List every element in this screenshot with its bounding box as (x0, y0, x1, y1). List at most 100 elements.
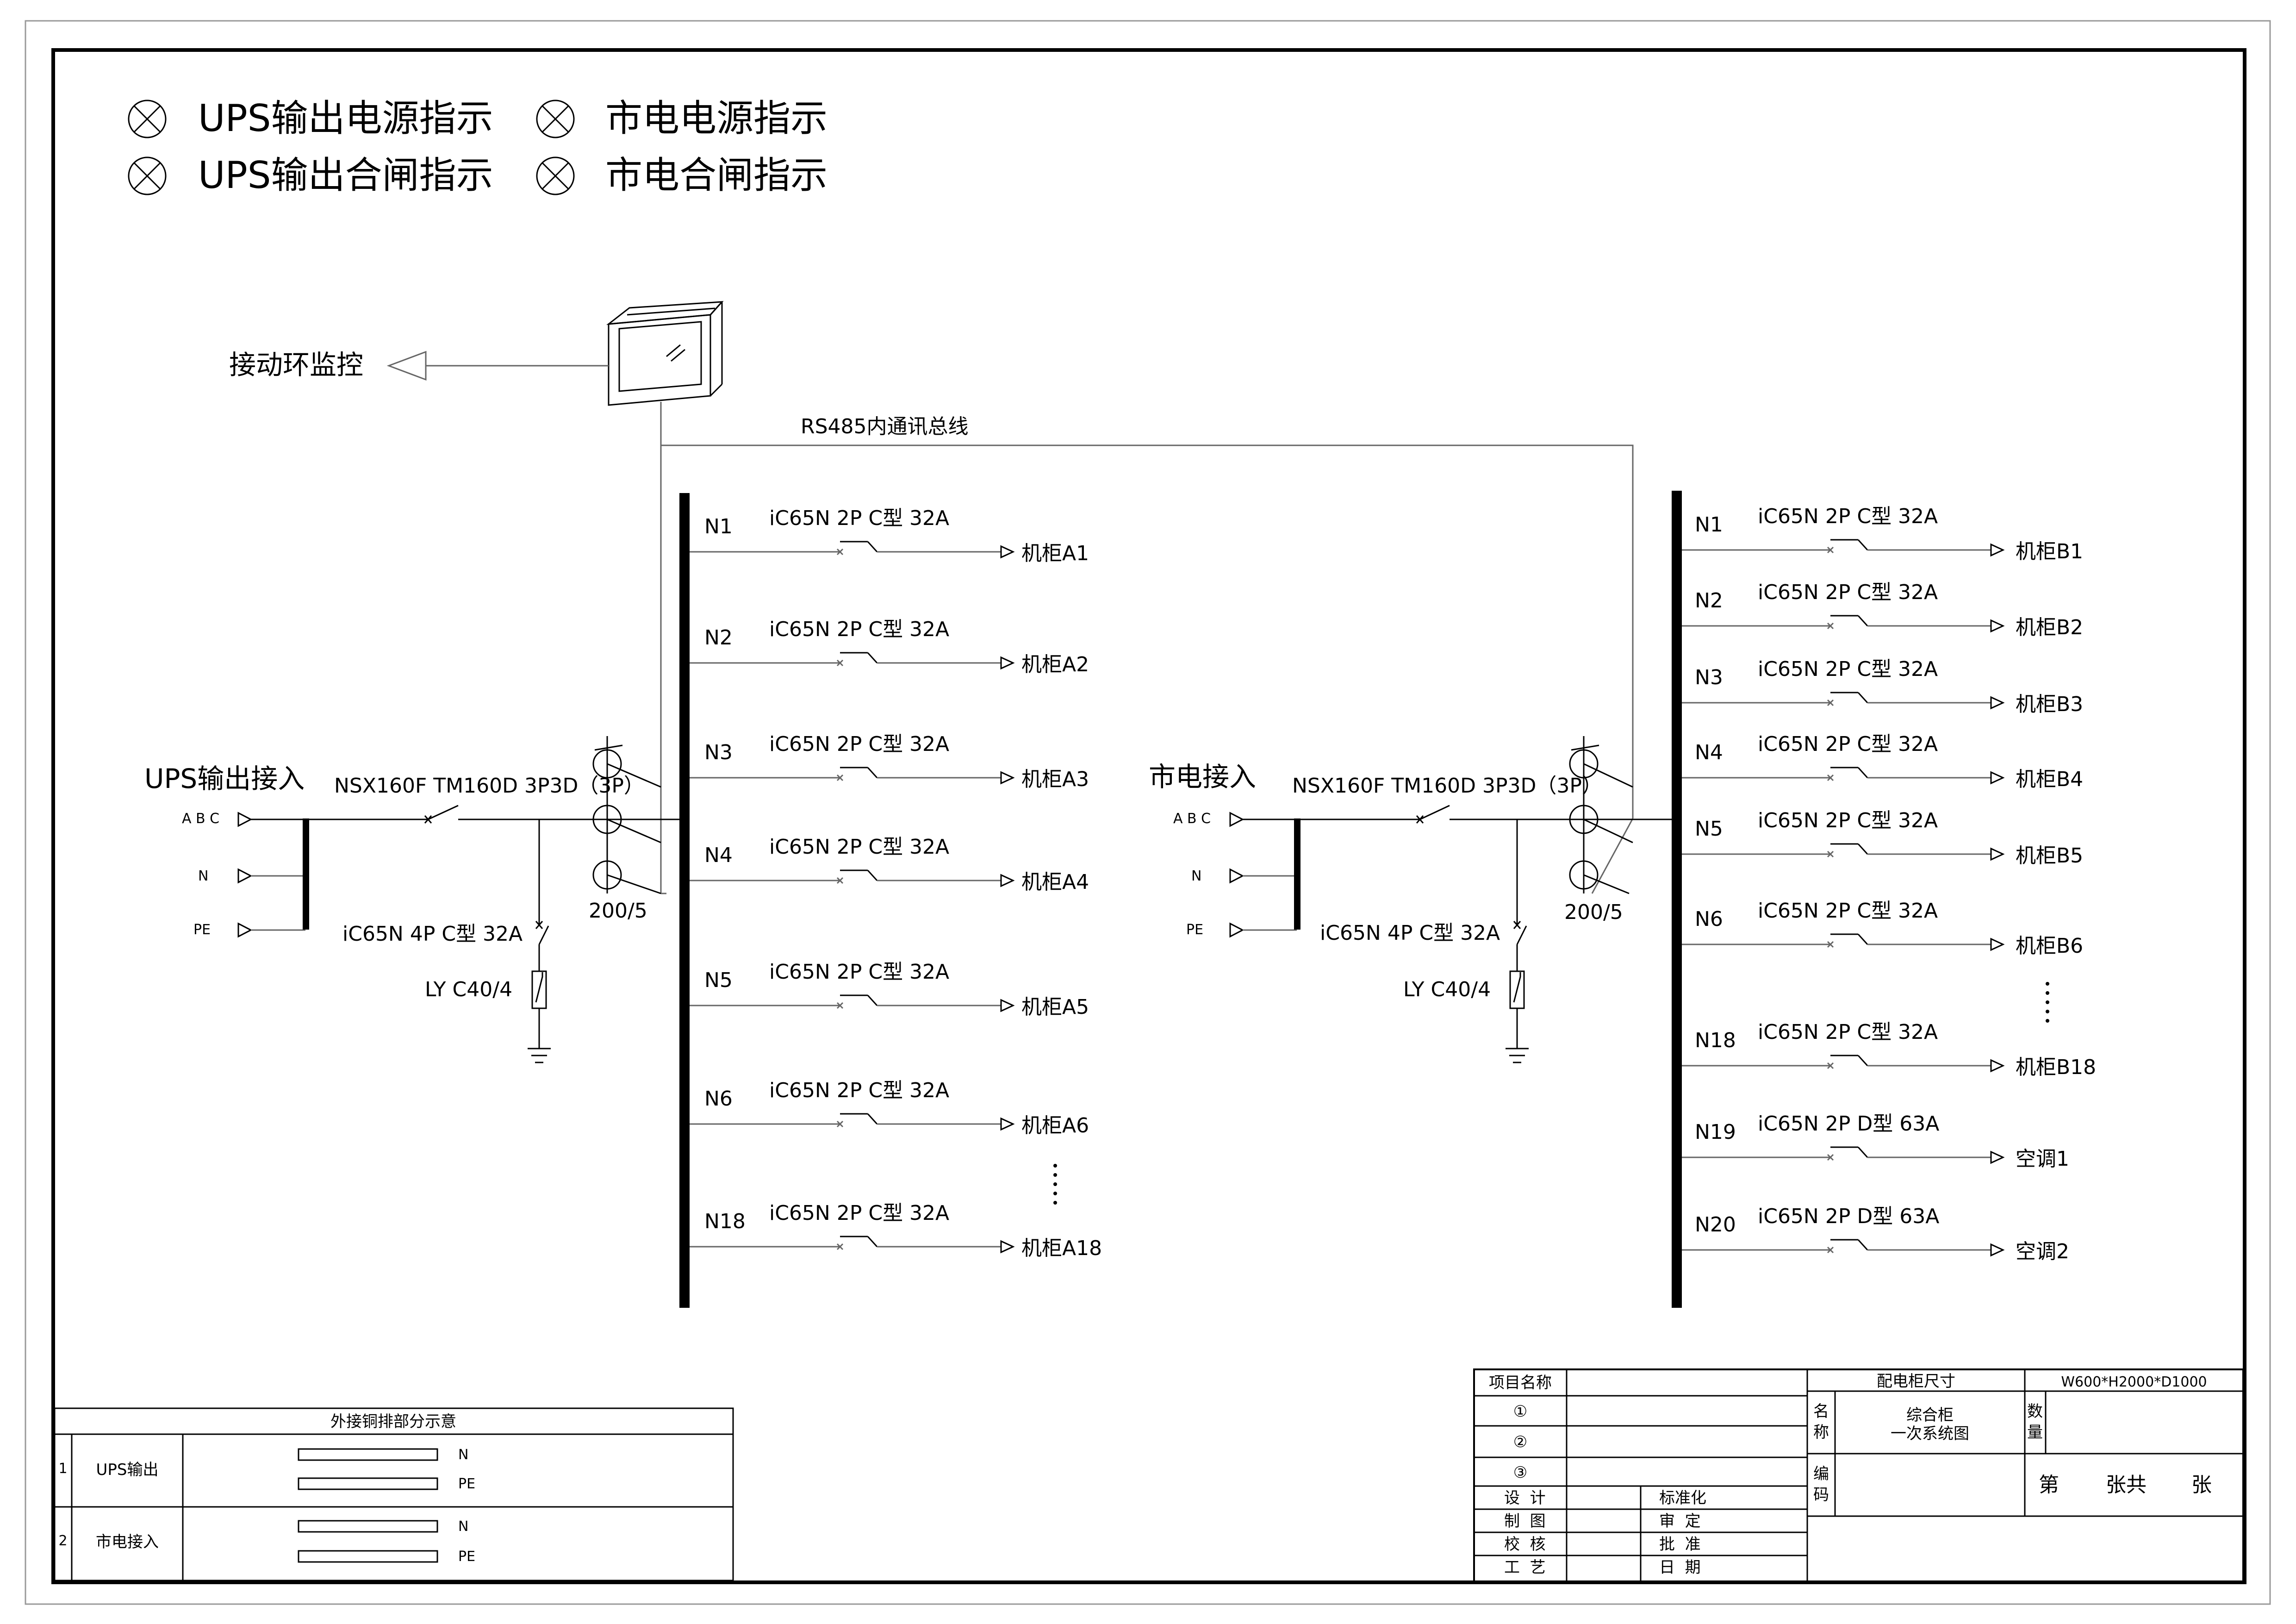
arrow-icon (1990, 543, 2005, 557)
project-name-label: 项目名称 (1489, 1374, 1552, 1392)
feeder-load-label: 机柜A4 (1021, 870, 1089, 894)
legend-label-ups-closed: UPS输出合闸指示 (198, 154, 493, 197)
date-label: 日 期 (1659, 1558, 1701, 1577)
ups-phase-abc-label: A B C (182, 811, 219, 827)
breaker-contact (867, 1113, 878, 1125)
breaker-contact (867, 652, 878, 664)
busbar-b (1672, 491, 1682, 1308)
lamp-icon (128, 100, 167, 138)
arrow-icon (1990, 1243, 2005, 1257)
ups-input-busbar (303, 818, 309, 930)
draw-label: 制 图 (1504, 1512, 1546, 1530)
mains-spd-breaker-label: iC65N 4P C型 32A (1320, 921, 1500, 945)
lamp-icon (128, 156, 167, 195)
monitor-screen-icon (606, 301, 724, 406)
copper-bar-pe (298, 1477, 438, 1490)
busbar-a (679, 493, 690, 1308)
feeder-number: N5 (1695, 817, 1723, 841)
feeder-number: N4 (1695, 741, 1723, 764)
continuation-dots-b (2046, 982, 2049, 1023)
feeder-number: N18 (704, 1210, 746, 1233)
ups-main-breaker-label: NSX160F TM160D 3P3D（3P） (334, 774, 644, 798)
ups-phase-n-label: N (198, 868, 208, 884)
legend-label-mains-closed: 市电合闸指示 (605, 154, 828, 197)
review-label: 审 定 (1659, 1512, 1701, 1530)
revision-mark-1: ① (1513, 1402, 1527, 1421)
mains-main-breaker-label: NSX160F TM160D 3P3D（3P） (1292, 774, 1602, 798)
monitor-label: 接动环监控 (229, 349, 363, 381)
feeder-number: N19 (1695, 1120, 1736, 1144)
feeder-breaker-label: iC65N 2P D型 63A (1758, 1205, 1939, 1228)
breaker-contact (1857, 1146, 1868, 1158)
breaker-contact (1857, 843, 1868, 855)
breaker-cross (1827, 1154, 1834, 1161)
feeder-number: N18 (1695, 1029, 1736, 1052)
breaker-cross (836, 877, 844, 884)
revision-mark-3: ③ (1513, 1463, 1527, 1482)
copper-bar-n (298, 1448, 438, 1461)
monitor-arrow-icon (386, 350, 427, 381)
continuation-dots-a (1053, 1164, 1057, 1205)
ups-ct-ratio-label: 200/5 (589, 899, 647, 923)
feeder-load-label: 机柜A1 (1021, 542, 1089, 565)
breaker-cross (1827, 774, 1834, 781)
feeder-breaker-label: iC65N 2P C型 32A (769, 835, 949, 859)
feeder-breaker-label: iC65N 2P D型 63A (1758, 1112, 1939, 1136)
ups-input-section: UPS输出接入 A B C N PE NSX160F TM160D 3P3D（3… (144, 736, 680, 1063)
feeder-load-label: 机柜A18 (1021, 1237, 1102, 1260)
feeder-number: N2 (704, 626, 733, 650)
feeder-number: N3 (704, 741, 733, 764)
qty-label-1: 数 (2027, 1402, 2043, 1421)
breaker-contact (1857, 1055, 1868, 1067)
outer-border (25, 20, 2271, 1605)
copper-bar-label: PE (458, 1476, 475, 1492)
title-block: 项目名称 ① ② ③ 设 计 制 图 校 核 工 艺 标准化 审 定 批 准 日… (1473, 1368, 2244, 1582)
mains-phase-abc-label: A B C (1173, 811, 1211, 827)
breaker-contact (1857, 615, 1868, 627)
feeder-number: N4 (704, 843, 733, 867)
process-label: 工 艺 (1504, 1558, 1546, 1577)
arrow-icon (1000, 874, 1015, 887)
legend-label-mains-power: 市电电源指示 (605, 97, 828, 140)
mains-input-title: 市电接入 (1149, 761, 1256, 793)
feeder-load-label: 机柜A2 (1021, 653, 1089, 676)
arrow-icon (1990, 1150, 2005, 1164)
breaker-contact (867, 1236, 878, 1248)
mains-phase-pe-label: PE (1186, 922, 1203, 938)
feeder-breaker-label: iC65N 2P C型 32A (769, 732, 949, 756)
legend-label-ups-power: UPS输出电源指示 (198, 97, 493, 140)
feeder-load-label: 空调1 (2016, 1147, 2069, 1171)
copper-row-index: 2 (58, 1533, 67, 1549)
copper-bar-label: N (458, 1518, 468, 1535)
copper-row-name: 市电接入 (96, 1533, 159, 1551)
feeder-row: N3 iC65N 2P C型 32A 机柜A3 (690, 732, 1089, 791)
feeder-number: N1 (704, 515, 733, 538)
breaker-cross (1827, 699, 1834, 706)
mains-ct-ratio-label: 200/5 (1564, 900, 1623, 924)
feeder-load-label: 机柜B2 (2016, 616, 2083, 639)
check-label: 校 核 (1504, 1535, 1546, 1554)
standard-label: 标准化 (1659, 1489, 1706, 1507)
name-label-1: 名 (1813, 1402, 1829, 1421)
breaker-cross (1827, 1062, 1834, 1069)
mains-phase-n-label: N (1191, 868, 1201, 884)
sheet-zhang: 张 (2191, 1473, 2212, 1497)
qty-label-2: 量 (2027, 1423, 2043, 1442)
feeder-breaker-label: iC65N 2P C型 32A (1758, 732, 1938, 756)
feeder-load-label: 机柜A3 (1021, 768, 1089, 791)
feeder-number: N5 (704, 968, 733, 992)
feeder-load-label: 机柜B3 (2016, 693, 2083, 716)
feeder-number: N2 (1695, 589, 1723, 612)
copper-bar-table: 外接铜排部分示意 1 UPS输出 N PE 2 市电接入 N PE (54, 1407, 734, 1581)
feeder-load-label: 机柜B18 (2016, 1056, 2096, 1079)
breaker-cross (1827, 850, 1834, 858)
drawing-name-1: 综合柜 (1906, 1406, 1954, 1424)
rs485-bus-label: RS485内通讯总线 (801, 415, 968, 438)
